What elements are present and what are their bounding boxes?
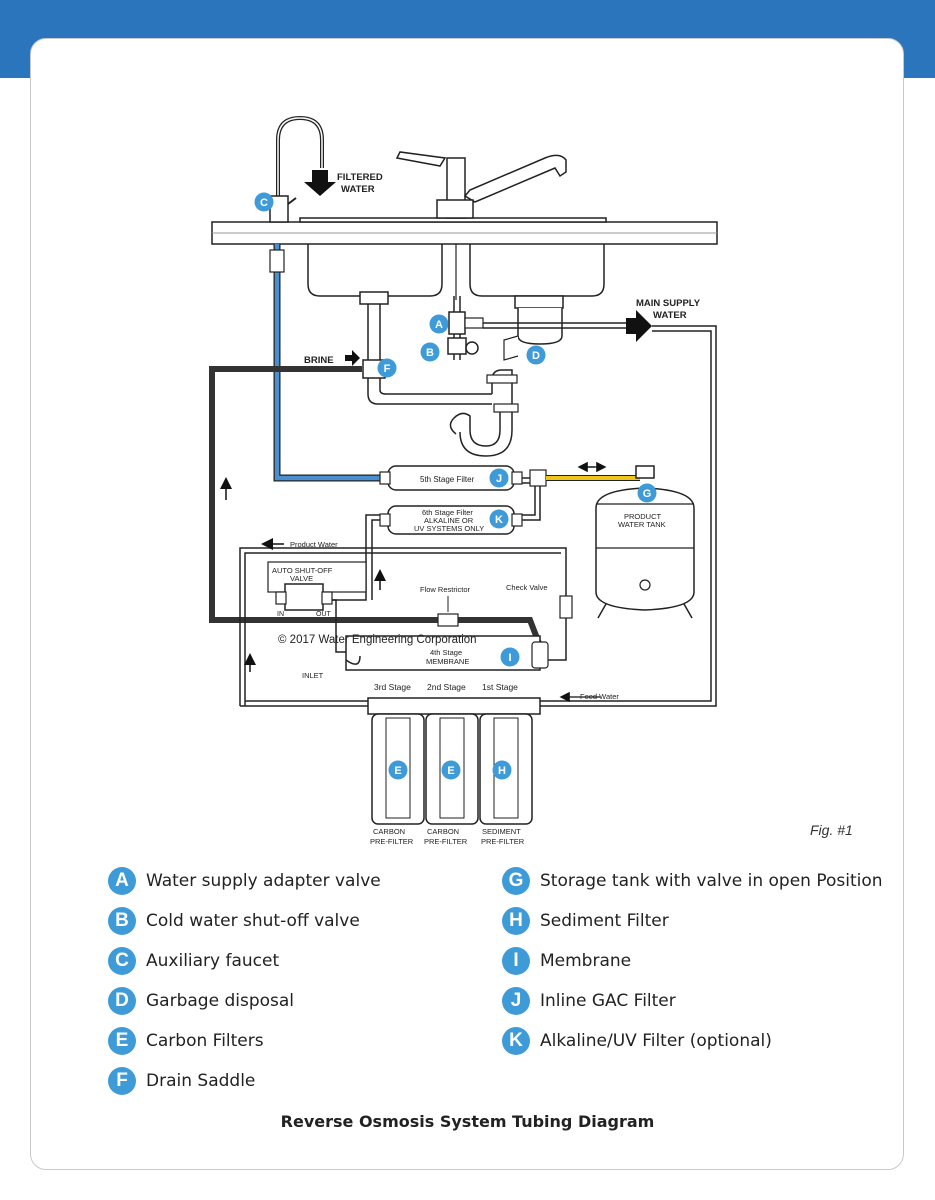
badge-g: G xyxy=(637,483,657,503)
badge-e-1: E xyxy=(388,760,408,780)
label-feed-water: Feed Water xyxy=(580,692,619,701)
label-main-supply-1: MAIN SUPPLY xyxy=(636,298,701,309)
label-auto-shutoff-2: VALVE xyxy=(290,574,313,583)
label-product-tank-1: PRODUCT xyxy=(624,512,662,521)
badge-e1-letter: E xyxy=(394,765,401,777)
label-auto-shutoff-1: AUTO SHUT-OFF xyxy=(272,566,333,575)
label-flow-restrictor: Flow Restrictor xyxy=(420,585,471,594)
label-in: IN xyxy=(277,611,284,618)
badge-b-letter: B xyxy=(426,347,434,359)
badge-h: H xyxy=(492,760,512,780)
product-water-loop xyxy=(239,547,567,706)
faucet-connector xyxy=(269,249,285,273)
label-sediment-1: SEDIMENT xyxy=(482,827,521,836)
kitchen-faucet xyxy=(395,151,567,219)
label-carbon-1a: CARBON xyxy=(373,827,405,836)
label-third-stage: 3rd Stage xyxy=(374,682,411,692)
label-main-supply-2: WATER xyxy=(653,310,687,321)
label-carbon-2b: PRE-FILTER xyxy=(424,837,468,846)
label-sediment-2: PRE-FILTER xyxy=(481,837,525,846)
badge-a: A xyxy=(429,314,449,334)
label-sixth-stage-1: 6th Stage Filter xyxy=(422,508,473,517)
label-filtered-water-2: WATER xyxy=(341,184,375,195)
sixth-to-shutoff-inner xyxy=(330,514,380,601)
badge-f-letter: F xyxy=(384,363,391,375)
sixth-to-shutoff xyxy=(371,519,380,600)
check-valve xyxy=(559,595,573,619)
auxiliary-faucet xyxy=(269,115,324,223)
check-valve-line xyxy=(548,618,567,661)
badge-k-letter: K xyxy=(495,514,503,526)
label-out: OUT xyxy=(316,611,332,618)
label-fourth-stage-1: 4th Stage xyxy=(430,648,462,657)
label-sixth-stage-3: UV SYSTEMS ONLY xyxy=(414,524,484,533)
label-brine: BRINE xyxy=(304,355,334,366)
sixth-stage-filter xyxy=(379,505,523,535)
label-sixth-stage-2: ALKALINE OR xyxy=(424,516,474,525)
tee-to-sixth-inner xyxy=(522,482,536,516)
storage-tank xyxy=(595,465,695,619)
copyright-text: © 2017 Water Engineering Corporation xyxy=(278,634,477,646)
drain-pipes xyxy=(359,291,519,457)
garbage-disposal xyxy=(503,295,564,361)
label-fourth-stage-2: MEMBRANE xyxy=(426,657,469,666)
badge-b: B xyxy=(420,342,440,362)
feed-water-line xyxy=(540,325,717,707)
label-carbon-2a: PRE-FILTER xyxy=(370,837,414,846)
label-carbon-1b: CARBON xyxy=(427,827,459,836)
label-inlet: INLET xyxy=(302,671,324,680)
main-supply-arrow xyxy=(626,310,652,342)
label-filtered-water-1: FILTERED xyxy=(337,172,383,183)
badge-f: F xyxy=(377,358,397,378)
countertop xyxy=(211,221,718,245)
label-check-valve: Check Valve xyxy=(506,583,548,592)
brine-arrow xyxy=(345,350,360,366)
product-line-blue xyxy=(274,244,380,481)
badge-e-2: E xyxy=(441,760,461,780)
filtered-water-arrow xyxy=(304,170,336,196)
sink xyxy=(299,217,607,300)
label-second-stage: 2nd Stage xyxy=(427,682,466,692)
label-fifth-stage: 5th Stage Filter xyxy=(420,475,475,484)
badge-d: D xyxy=(526,345,546,365)
supply-valve-assembly xyxy=(447,296,626,360)
badge-g-letter: G xyxy=(643,488,652,500)
fifth-stage-filter xyxy=(379,465,523,491)
tee-fitting xyxy=(529,469,547,487)
badge-j: J xyxy=(489,468,509,488)
label-product-water: Product Water xyxy=(290,540,338,549)
label-product-tank-2: WATER TANK xyxy=(618,520,666,529)
badge-a-letter: A xyxy=(435,319,443,331)
flow-restrictor xyxy=(437,613,459,627)
label-first-stage: 1st Stage xyxy=(482,682,518,692)
feed-water-line-inner xyxy=(540,330,712,702)
badge-h-letter: H xyxy=(498,765,506,777)
figure-label: Fig. #1 xyxy=(810,822,853,838)
badge-i-letter: I xyxy=(508,652,511,664)
badge-c-letter: C xyxy=(260,197,268,209)
badge-j-letter: J xyxy=(496,473,502,485)
badge-i: I xyxy=(500,647,520,667)
badge-k: K xyxy=(489,509,509,529)
badge-d-letter: D xyxy=(532,350,540,362)
brine-line xyxy=(209,366,543,648)
diagram-caption: Reverse Osmosis System Tubing Diagram xyxy=(280,1112,655,1131)
badge-e2-letter: E xyxy=(447,765,454,777)
badge-c: C xyxy=(254,192,274,212)
auto-shutoff-valve xyxy=(267,561,367,611)
